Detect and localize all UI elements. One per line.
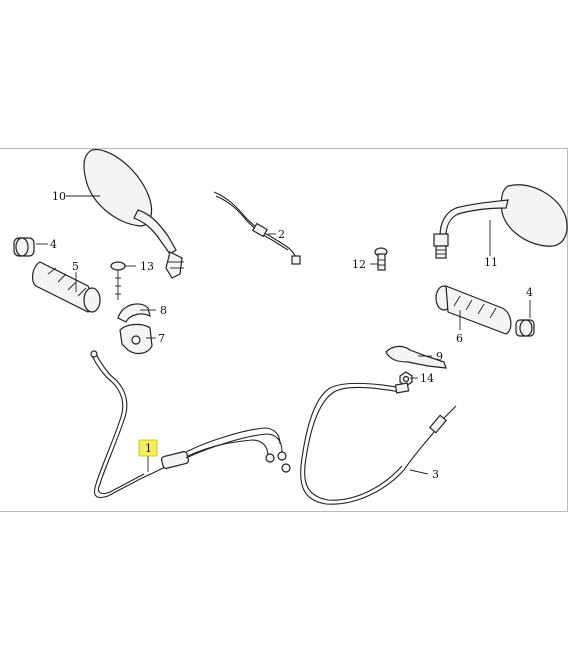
callout-14: 14: [420, 372, 434, 385]
cable-1: [90, 350, 291, 499]
wire-2: [213, 191, 301, 265]
callout-1: 1: [145, 442, 152, 455]
screw-13: [110, 261, 126, 300]
right-grip: [435, 285, 535, 337]
callout-8: 8: [160, 304, 167, 317]
callout-7: 7: [158, 332, 165, 345]
callout-3: 3: [432, 468, 439, 481]
bolt-12: [374, 247, 388, 271]
left-mirror: [83, 149, 184, 279]
callout-11: 11: [484, 256, 498, 269]
bracket-7: [119, 323, 153, 355]
callout-4-left: 4: [50, 238, 57, 251]
callout-5: 5: [72, 260, 79, 273]
diagram-frame: [0, 148, 568, 512]
callout-2: 2: [278, 228, 285, 241]
cable-3: [300, 382, 457, 505]
left-grip: [13, 237, 101, 313]
callout-1-highlight: [138, 439, 158, 457]
callout-4-right: 4: [526, 286, 533, 299]
callout-10: 10: [52, 190, 66, 203]
clamp-8: [117, 303, 151, 323]
lever-9: [385, 345, 447, 369]
leader-lines: [36, 195, 531, 475]
callout-13: 13: [140, 260, 154, 273]
callout-6: 6: [456, 332, 463, 345]
right-mirror: [433, 184, 568, 259]
callout-12: 12: [352, 258, 366, 271]
nut-14: [399, 371, 413, 387]
callout-9: 9: [436, 350, 443, 363]
